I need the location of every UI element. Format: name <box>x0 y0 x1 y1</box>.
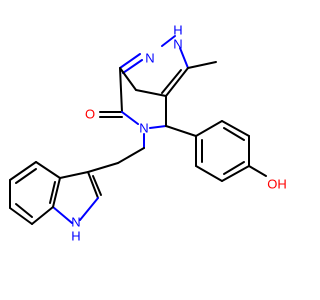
bond-ar-1 <box>195 120 223 137</box>
bond-i3a-i7a <box>52 177 61 208</box>
bond-i4-i5-inner <box>15 168 37 184</box>
atom-carbonyl-o: O <box>85 107 95 122</box>
bond-ch2-ch2 <box>117 147 145 164</box>
atom-n-pyrazole-2: N <box>173 37 182 52</box>
bond-ar-4-inner <box>223 161 245 175</box>
bond-i6-i7-inner <box>15 203 33 218</box>
bond-i3a-i4 <box>35 161 61 179</box>
bond-c7a-c6 <box>119 67 123 113</box>
bond-i3-i3a <box>59 171 89 179</box>
bond-c7a-c3a-ring <box>119 67 137 91</box>
bond-ar-oh <box>248 165 267 177</box>
bond-n1-n2 <box>161 35 176 47</box>
atom-n-pyrazole-1: N <box>145 51 154 66</box>
atom-hydroxyl: OH <box>267 177 287 192</box>
bond-c6-n5 <box>121 111 139 125</box>
bond-ar-2-inner <box>223 127 245 141</box>
bond-i3-i2-double <box>92 175 102 196</box>
bond-c3-c3a <box>165 67 189 97</box>
bond-ch2-indole <box>87 162 119 173</box>
bond-c3a-c7a <box>135 89 167 97</box>
bond-i2-n1 <box>79 197 99 221</box>
bond-c3-c3a-double <box>161 69 182 94</box>
bond-lines <box>9 35 267 225</box>
bond-n5-c4 <box>149 125 167 129</box>
bond-i3a-i7a-inner <box>49 181 56 204</box>
bond-c3-methyl <box>187 61 217 69</box>
atom-h-pyrazole: H <box>173 23 182 38</box>
atom-h-indole: H <box>71 229 80 244</box>
molecule-structure-diagram: N H N O N OH N H <box>9 23 287 244</box>
bond-ar-5 <box>195 165 223 182</box>
bond-i7-i7a <box>31 206 54 225</box>
atom-n-lactam: N <box>139 121 148 136</box>
bond-i6-i7 <box>9 207 33 225</box>
bond-n2-c3 <box>179 47 189 69</box>
bond-n1-c7a-double <box>122 59 143 74</box>
bond-ar-2 <box>221 120 250 137</box>
bond-n1-i7a <box>52 206 73 224</box>
bond-ar-4 <box>221 165 250 182</box>
bond-n1-c7a <box>119 53 141 69</box>
atom-labels: N H N O N OH N H <box>71 23 286 244</box>
bond-i4-i5 <box>9 161 37 181</box>
bond-c4-aryl <box>165 125 197 137</box>
bond-i3-i2 <box>87 171 99 199</box>
atom-n-indole: N <box>71 215 80 230</box>
